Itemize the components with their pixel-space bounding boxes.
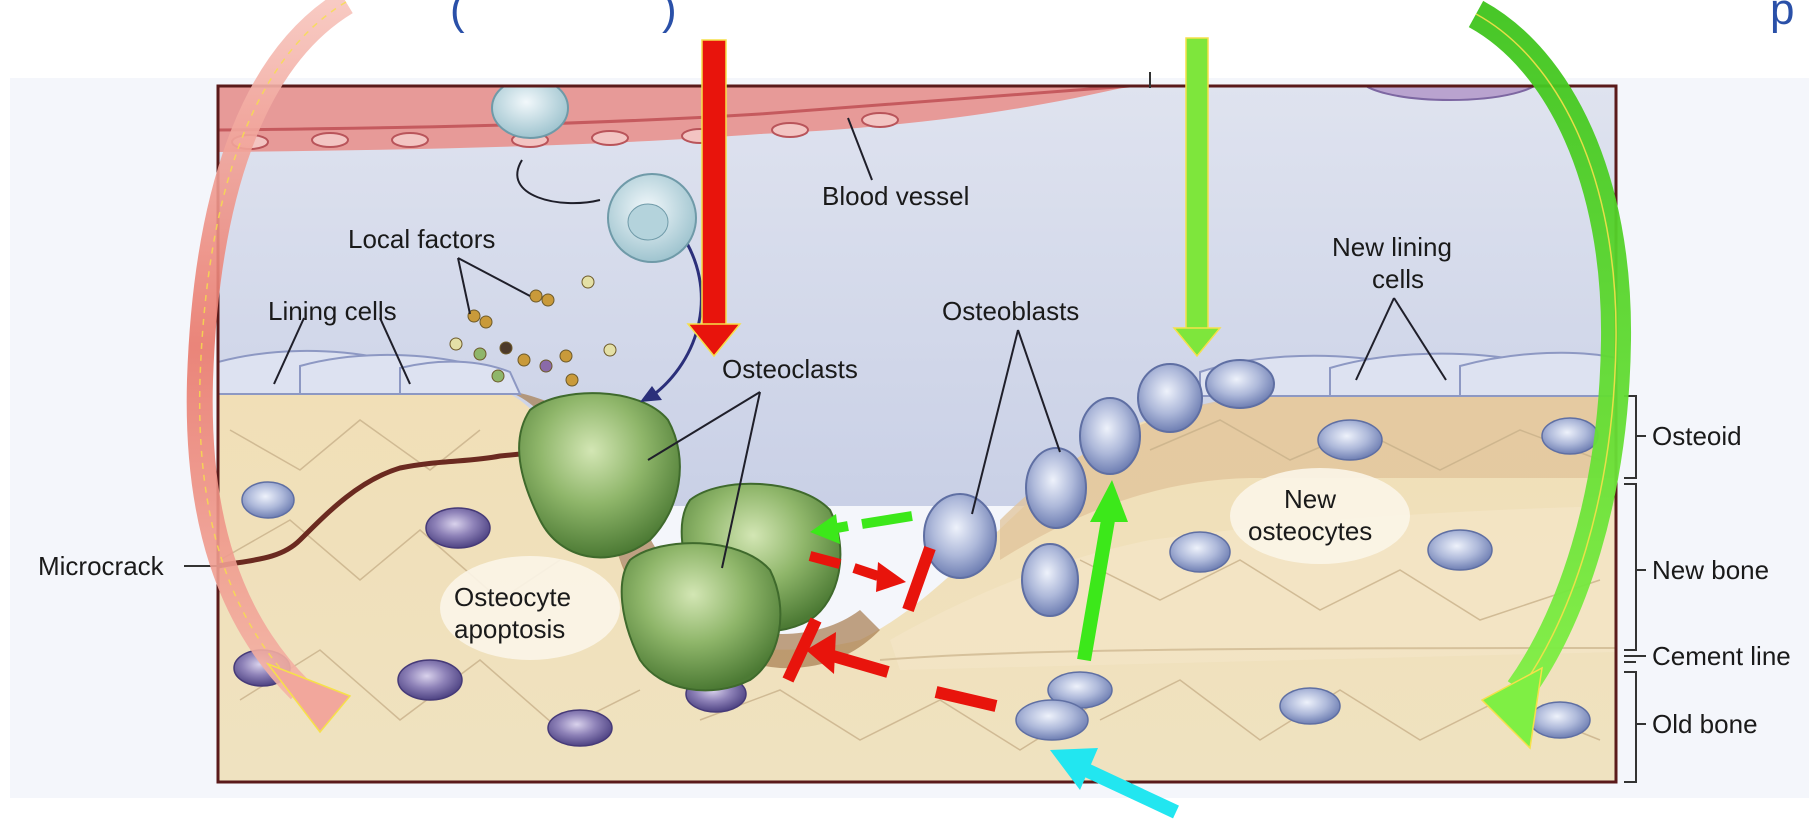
label-microcrack: Microcrack: [38, 551, 165, 581]
label-osteoclasts: Osteoclasts: [722, 354, 858, 384]
top-caption-fragments: ( ) p: [450, 0, 1794, 34]
label-local-factors: Local factors: [348, 224, 495, 254]
top-fragment-left: (: [450, 0, 465, 34]
illustration: [218, 56, 1616, 782]
top-fragment-right: p: [1770, 0, 1794, 34]
label-new-osteocytes-line2: osteocytes: [1248, 516, 1372, 546]
label-osteocyte-apoptosis-line2: apoptosis: [454, 614, 565, 644]
label-osteoid: Osteoid: [1652, 421, 1742, 451]
label-lining-cells: Lining cells: [268, 296, 397, 326]
label-osteocyte-apoptosis-line1: Osteocyte: [454, 582, 571, 612]
label-new-bone: New bone: [1652, 555, 1769, 585]
label-new-lining-line2: cells: [1372, 264, 1424, 294]
label-osteoblasts: Osteoblasts: [942, 296, 1079, 326]
label-cement-line: Cement line: [1652, 641, 1791, 671]
top-fragment-mid: ): [662, 0, 677, 34]
label-blood-vessel: Blood vessel: [822, 181, 969, 211]
label-old-bone: Old bone: [1652, 709, 1758, 739]
label-new-lining-line1: New lining: [1332, 232, 1452, 262]
label-new-osteocytes-line1: New: [1284, 484, 1336, 514]
